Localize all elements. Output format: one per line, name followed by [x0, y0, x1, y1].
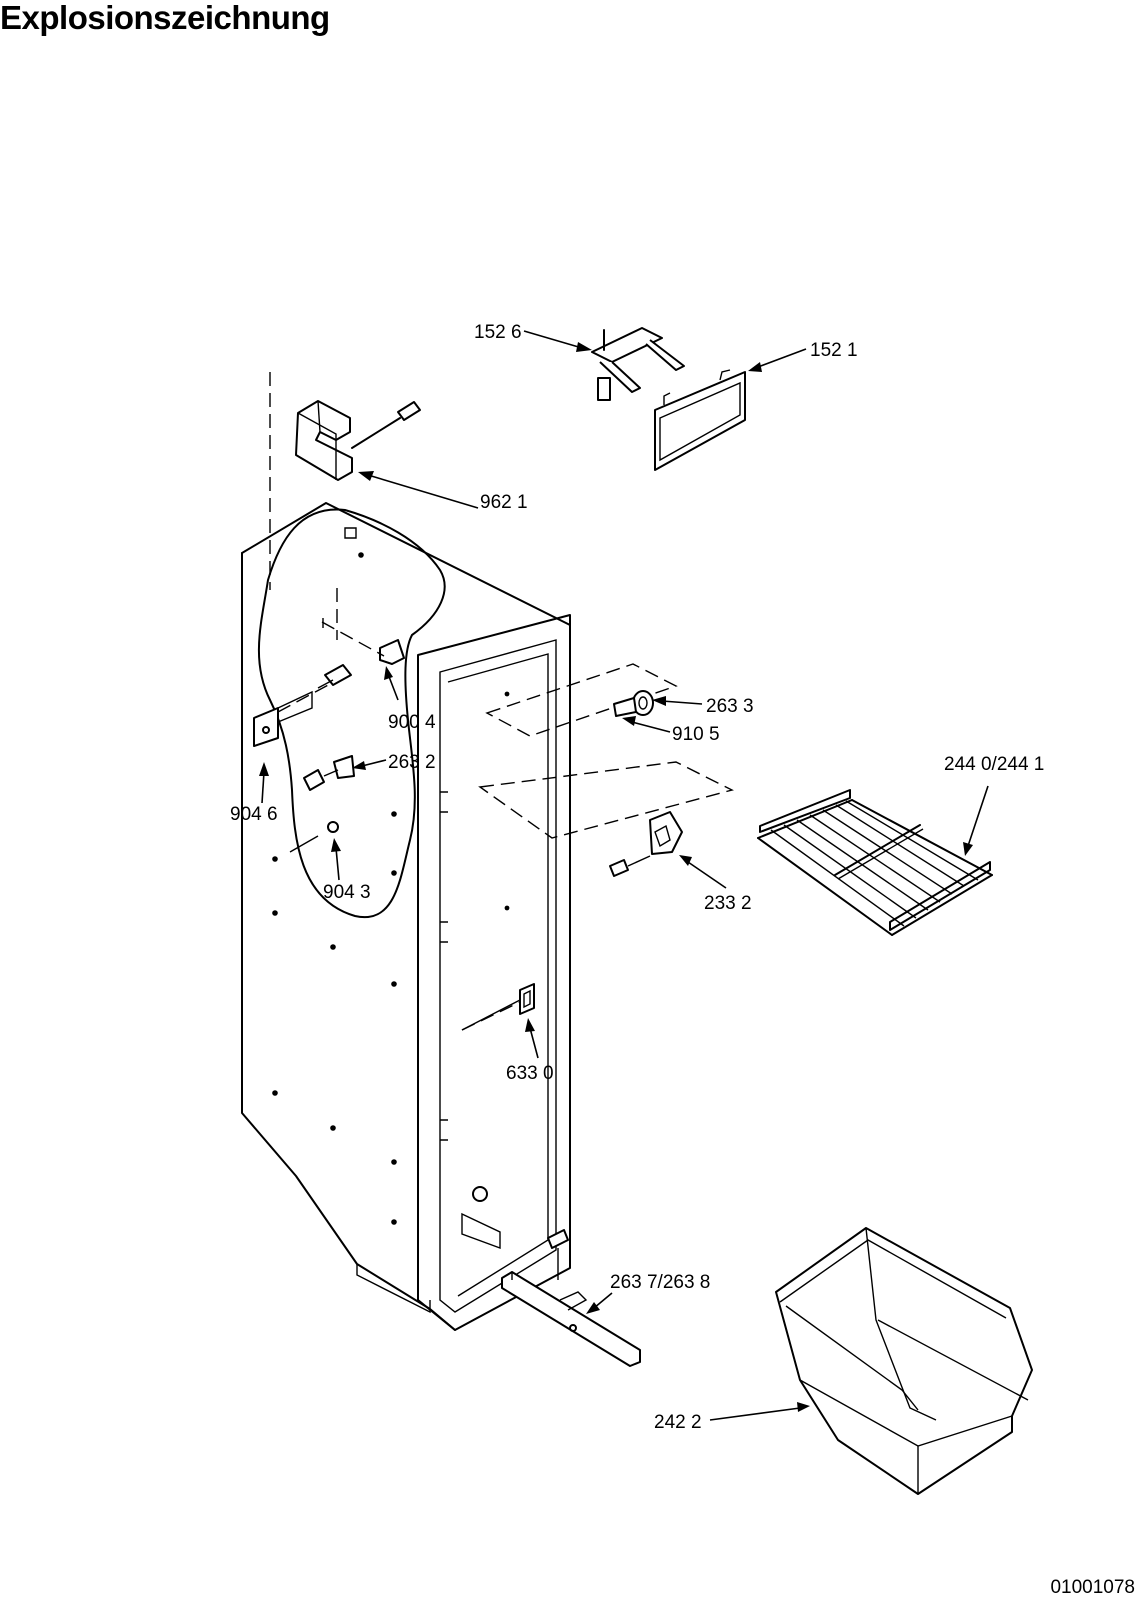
callout-233-2: 233 2 — [704, 893, 752, 914]
callout-962-1: 962 1 — [480, 492, 528, 513]
callout-900-4: 900 4 — [388, 712, 436, 733]
shelf-support-263-3 — [613, 690, 654, 717]
leader-263-2 — [361, 759, 387, 767]
leader-244 — [967, 785, 989, 847]
screw-904-3 — [289, 821, 339, 853]
document-number: 01001078 — [1050, 1577, 1135, 1598]
mounting-holes — [272, 552, 397, 1225]
leader-910-5 — [631, 721, 671, 733]
callout-263-7: 263 7/263 8 — [610, 1272, 710, 1293]
callout-904-3: 904 3 — [323, 882, 371, 903]
leader-633-0 — [529, 1027, 539, 1059]
support-block-233-2 — [609, 811, 683, 877]
lamp-cover-152-1 — [654, 369, 746, 471]
leader-263-3 — [661, 700, 703, 705]
wire-harness — [257, 508, 446, 919]
switch-633-0 — [461, 983, 535, 1031]
shelf-support-outline-upper — [485, 663, 678, 737]
leader-152-6 — [523, 330, 583, 349]
screw-clip-263-2 — [303, 755, 355, 791]
leader-152-1 — [757, 348, 807, 368]
callout-152-6: 152 6 — [474, 322, 522, 343]
bracket-904-6 — [253, 683, 331, 747]
storage-bin-242-2 — [775, 1227, 1033, 1495]
callout-263-3: 263 3 — [706, 696, 754, 717]
callout-910-5: 910 5 — [672, 724, 720, 745]
callout-633-0: 633 0 — [506, 1063, 554, 1084]
page-title: Explosionszeichnung — [0, 0, 330, 36]
shelf-support-outline-lower — [478, 761, 734, 839]
leader-962-1 — [367, 474, 479, 509]
leader-233-2 — [687, 861, 727, 889]
callout-904-6: 904 6 — [230, 804, 278, 825]
leader-242-2 — [709, 1407, 801, 1421]
light-bracket-152-6 — [591, 327, 685, 401]
cabinet-liner — [241, 502, 571, 1331]
leader-904-6 — [261, 771, 265, 804]
callout-263-2: 263 2 — [388, 752, 436, 773]
leader-900-4 — [387, 673, 399, 701]
callout-244: 244 0/244 1 — [944, 754, 1044, 775]
callout-242-2: 242 2 — [654, 1412, 702, 1433]
hinge-bracket-962-1 — [295, 400, 421, 481]
leader-904-3 — [335, 847, 340, 881]
wire-shelf-244 — [757, 789, 993, 936]
lower-bracket-263-7 — [501, 1229, 641, 1367]
leader-263-7 — [593, 1292, 613, 1309]
callout-152-1: 152 1 — [810, 340, 858, 361]
clip-900-4 — [317, 618, 405, 689]
